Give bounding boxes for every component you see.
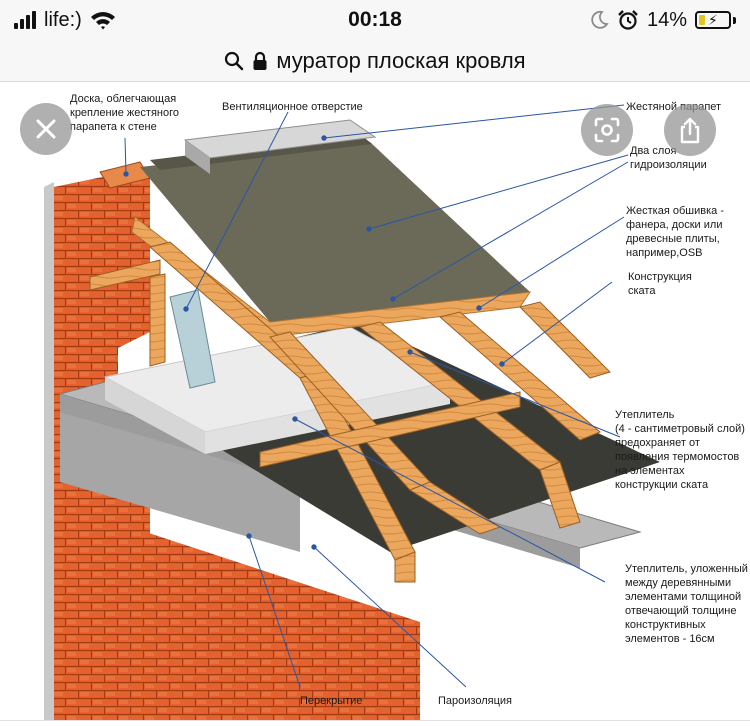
bottom-divider xyxy=(0,720,750,726)
label-vent-hole: Вентиляционное отверстие xyxy=(222,101,363,113)
label-vapor-barrier: Пароизоляция xyxy=(438,695,512,707)
leader-lines xyxy=(123,104,629,688)
battery-nub xyxy=(733,16,736,24)
lens-icon xyxy=(594,117,620,143)
tin-parapet-front xyxy=(185,140,210,174)
rafters xyxy=(89,241,611,583)
insulation-slab-front xyxy=(105,377,205,454)
close-button[interactable] xyxy=(20,103,72,155)
signal-icon xyxy=(14,11,36,29)
tin-parapet xyxy=(183,119,377,159)
label-insulation-top: Утеплитель(4 - сантиметровый слой)предох… xyxy=(615,409,745,491)
address-bar[interactable]: муратор плоская кровля xyxy=(0,40,750,82)
status-bar: life:) 00:18 14% ⚡ xyxy=(0,0,750,40)
close-icon xyxy=(36,119,56,139)
label-ceiling: Перекрытие xyxy=(300,695,363,707)
share-icon xyxy=(680,117,700,144)
ceiling-slab-side xyxy=(60,412,300,552)
share-button[interactable] xyxy=(664,104,716,156)
wifi-icon xyxy=(90,12,115,30)
wall-plaster xyxy=(44,182,54,722)
roof-membrane xyxy=(140,142,530,322)
alarm-icon xyxy=(618,10,638,30)
battery-icon: ⚡ xyxy=(695,11,731,29)
carrier-name: life:) xyxy=(44,8,82,31)
lock-icon xyxy=(253,51,267,70)
search-icon xyxy=(225,51,244,70)
battery-percent: 14% xyxy=(646,8,687,31)
vent-tube xyxy=(169,289,216,389)
brick-wall-bottom xyxy=(54,502,420,726)
search-query: муратор плоская кровля xyxy=(276,47,526,73)
clock: 00:18 xyxy=(348,8,402,31)
visual-search-button[interactable] xyxy=(581,104,633,156)
moon-icon xyxy=(591,10,609,29)
roof-diagram xyxy=(44,104,660,726)
